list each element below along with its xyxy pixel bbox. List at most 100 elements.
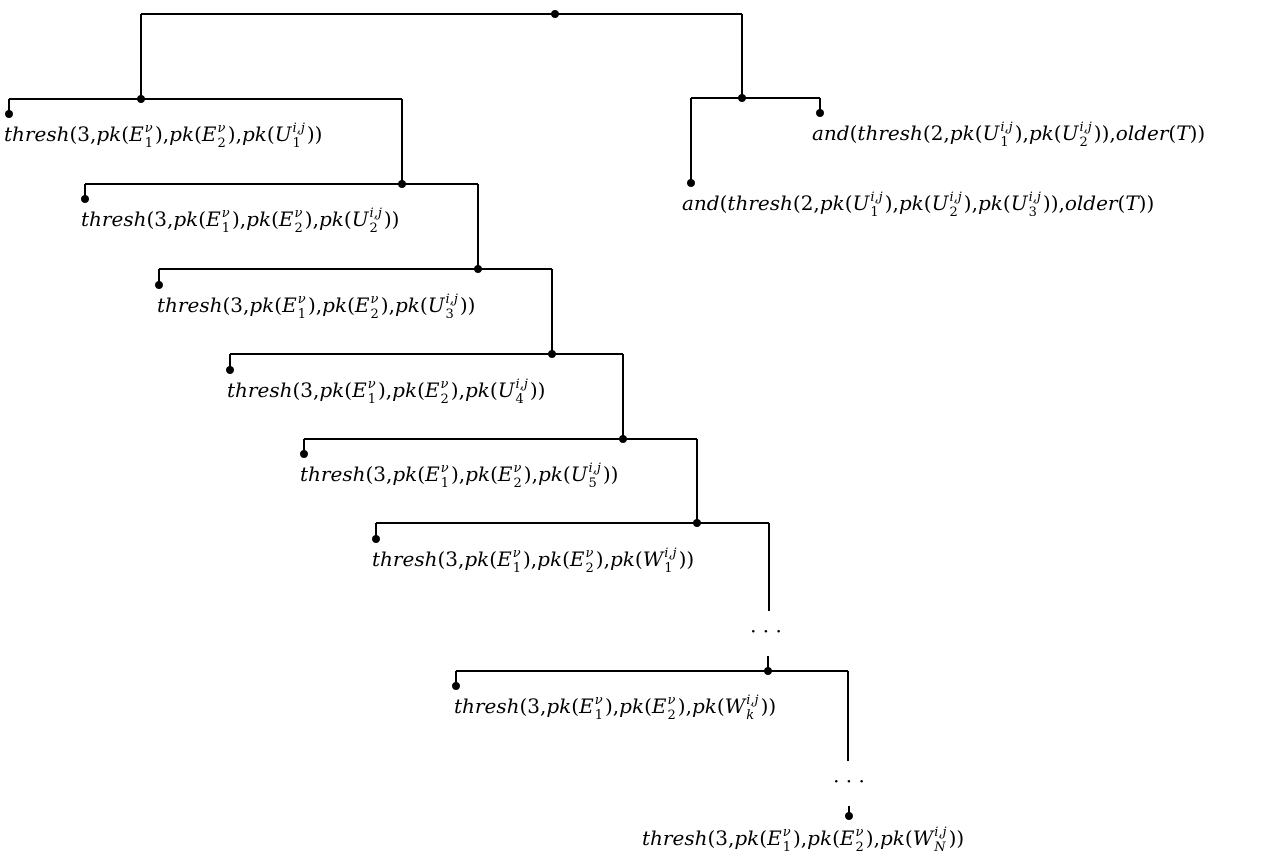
formula-segment: ( (720, 191, 728, 215)
formula-segment: U (352, 207, 370, 231)
formula-segment: E (281, 293, 297, 317)
formula-segment: 2 (218, 136, 226, 151)
formula-segment: pk (950, 121, 975, 145)
formula-segment: ), (678, 694, 699, 718)
formula-segment: 3 (446, 307, 454, 322)
formula-segment: pk (319, 207, 344, 231)
formula-segment: 2 (949, 205, 957, 220)
formula-segment: ( (271, 207, 279, 231)
formula-segment: thresh (857, 121, 922, 145)
formula-segment: W (913, 826, 935, 850)
formula-segment: i,j (516, 377, 528, 392)
formula-segment: 1 (293, 136, 301, 151)
formula-segment: ( (198, 207, 206, 231)
formula-segment: pk (692, 694, 717, 718)
formula-segment: ), (378, 378, 399, 402)
formula-segment: pk (96, 122, 121, 146)
formula-segment: ), (793, 826, 814, 850)
formula-segment: ( (347, 293, 355, 317)
formula-segment: ( (274, 293, 282, 317)
ellipsis-2: · · · (833, 769, 865, 793)
formula-segment: 2 (371, 307, 379, 322)
formula-segment: thresh (81, 207, 146, 231)
formula-segment: ( (850, 121, 858, 145)
formula-segment: ), (964, 191, 985, 215)
formula-segment: ( (1003, 191, 1011, 215)
formula-segment: older (1065, 191, 1119, 215)
formula-segment: ), (866, 826, 887, 850)
formula-segment: W (643, 547, 665, 571)
formula-segment: ν (595, 693, 603, 708)
formula-segment: pk (619, 694, 644, 718)
formula-segment: ), (1015, 121, 1036, 145)
formula-segment: (3, (146, 207, 173, 231)
formula-segment: 1 (595, 708, 603, 723)
formula-segment: ( (644, 694, 652, 718)
node-leaf-wn (845, 812, 853, 820)
formula-segment: ν (371, 292, 379, 307)
formula-segment: pk (734, 826, 759, 850)
formula-segment: ν (441, 377, 449, 392)
formula-segment: 1 (783, 840, 791, 855)
formula-segment: i,j (589, 461, 601, 476)
formula-segment: pk (322, 293, 347, 317)
formula-segment: E (578, 694, 594, 718)
formula-segment: thresh (300, 462, 365, 486)
formula-segment: )) (679, 547, 695, 571)
formula-segment: 3 (1029, 205, 1037, 220)
ellipses: · · · · · · (750, 619, 865, 793)
formula-segment: ν (222, 206, 230, 221)
node-l6 (693, 519, 701, 527)
formula-segment: ν (298, 292, 306, 307)
formula-segment: pk (246, 207, 271, 231)
formula-segment: E (201, 122, 217, 146)
formula-segment: E (351, 378, 367, 402)
formula-segment: E (496, 547, 512, 571)
formula-segment: older (1116, 121, 1170, 145)
formula-segment: ( (1118, 191, 1126, 215)
formula-segment: pk (169, 122, 194, 146)
formula-segment: ν (368, 377, 376, 392)
formula-segment: ( (490, 378, 498, 402)
formula-segment: 2 (441, 392, 449, 407)
formula-segment: ), (523, 547, 544, 571)
formula-segment: ), (228, 122, 249, 146)
formula-segment: 2 (668, 708, 676, 723)
formula-segment: pk (978, 191, 1003, 215)
formula-segment: )) (761, 694, 777, 718)
formula-segment: i,j (664, 546, 676, 561)
formula-segment: 2 (586, 561, 594, 576)
formula-segment: ), (232, 207, 253, 231)
formula-segment: pk (537, 547, 562, 571)
formula-segment: E (651, 694, 667, 718)
formula-segment: ), (885, 191, 906, 215)
formula-segment: pk (395, 293, 420, 317)
formula-segment: i,j (370, 206, 382, 221)
formula-segment: ν (783, 825, 791, 840)
formula-segment: pk (392, 462, 417, 486)
formula-segment: ( (975, 121, 983, 145)
formula-segment: i,j (934, 825, 946, 840)
formula-segment: ν (145, 121, 153, 136)
formula-segment: thresh (372, 547, 437, 571)
formula-segment: 2 (514, 476, 522, 491)
formula-segment: ( (563, 462, 571, 486)
formula-segment: thresh (727, 191, 792, 215)
formula-segment: 2 (295, 221, 303, 236)
formula-segment: U (571, 462, 589, 486)
formula-segment: )) (307, 122, 323, 146)
formula-segment: i,j (949, 190, 961, 205)
formula-segment: 1 (298, 307, 306, 322)
formula-segment: 1 (870, 205, 878, 220)
node-l5 (619, 435, 627, 443)
formula-segment: thresh (454, 694, 519, 718)
formula-segment: 4 (516, 392, 524, 407)
node-l4 (548, 350, 556, 358)
formula-segment: 2 (856, 840, 864, 855)
formula-segment: ( (344, 207, 352, 231)
formula-segment: ( (635, 547, 643, 571)
